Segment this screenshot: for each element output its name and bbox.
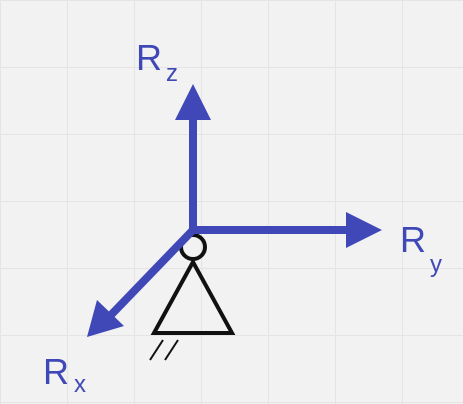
reaction-arrow-y — [189, 212, 382, 248]
label-rz-symbol: R — [136, 37, 162, 78]
reaction-arrow-x — [87, 227, 196, 337]
label-ry-subscript: y — [430, 251, 442, 278]
label-rx-subscript: x — [74, 371, 86, 398]
label-rx-symbol: R — [43, 351, 69, 392]
pin-support-icon — [149, 233, 236, 361]
label-ry-symbol: R — [400, 219, 426, 260]
label-rz-subscript: z — [166, 60, 178, 87]
reaction-arrow-z — [175, 84, 211, 230]
